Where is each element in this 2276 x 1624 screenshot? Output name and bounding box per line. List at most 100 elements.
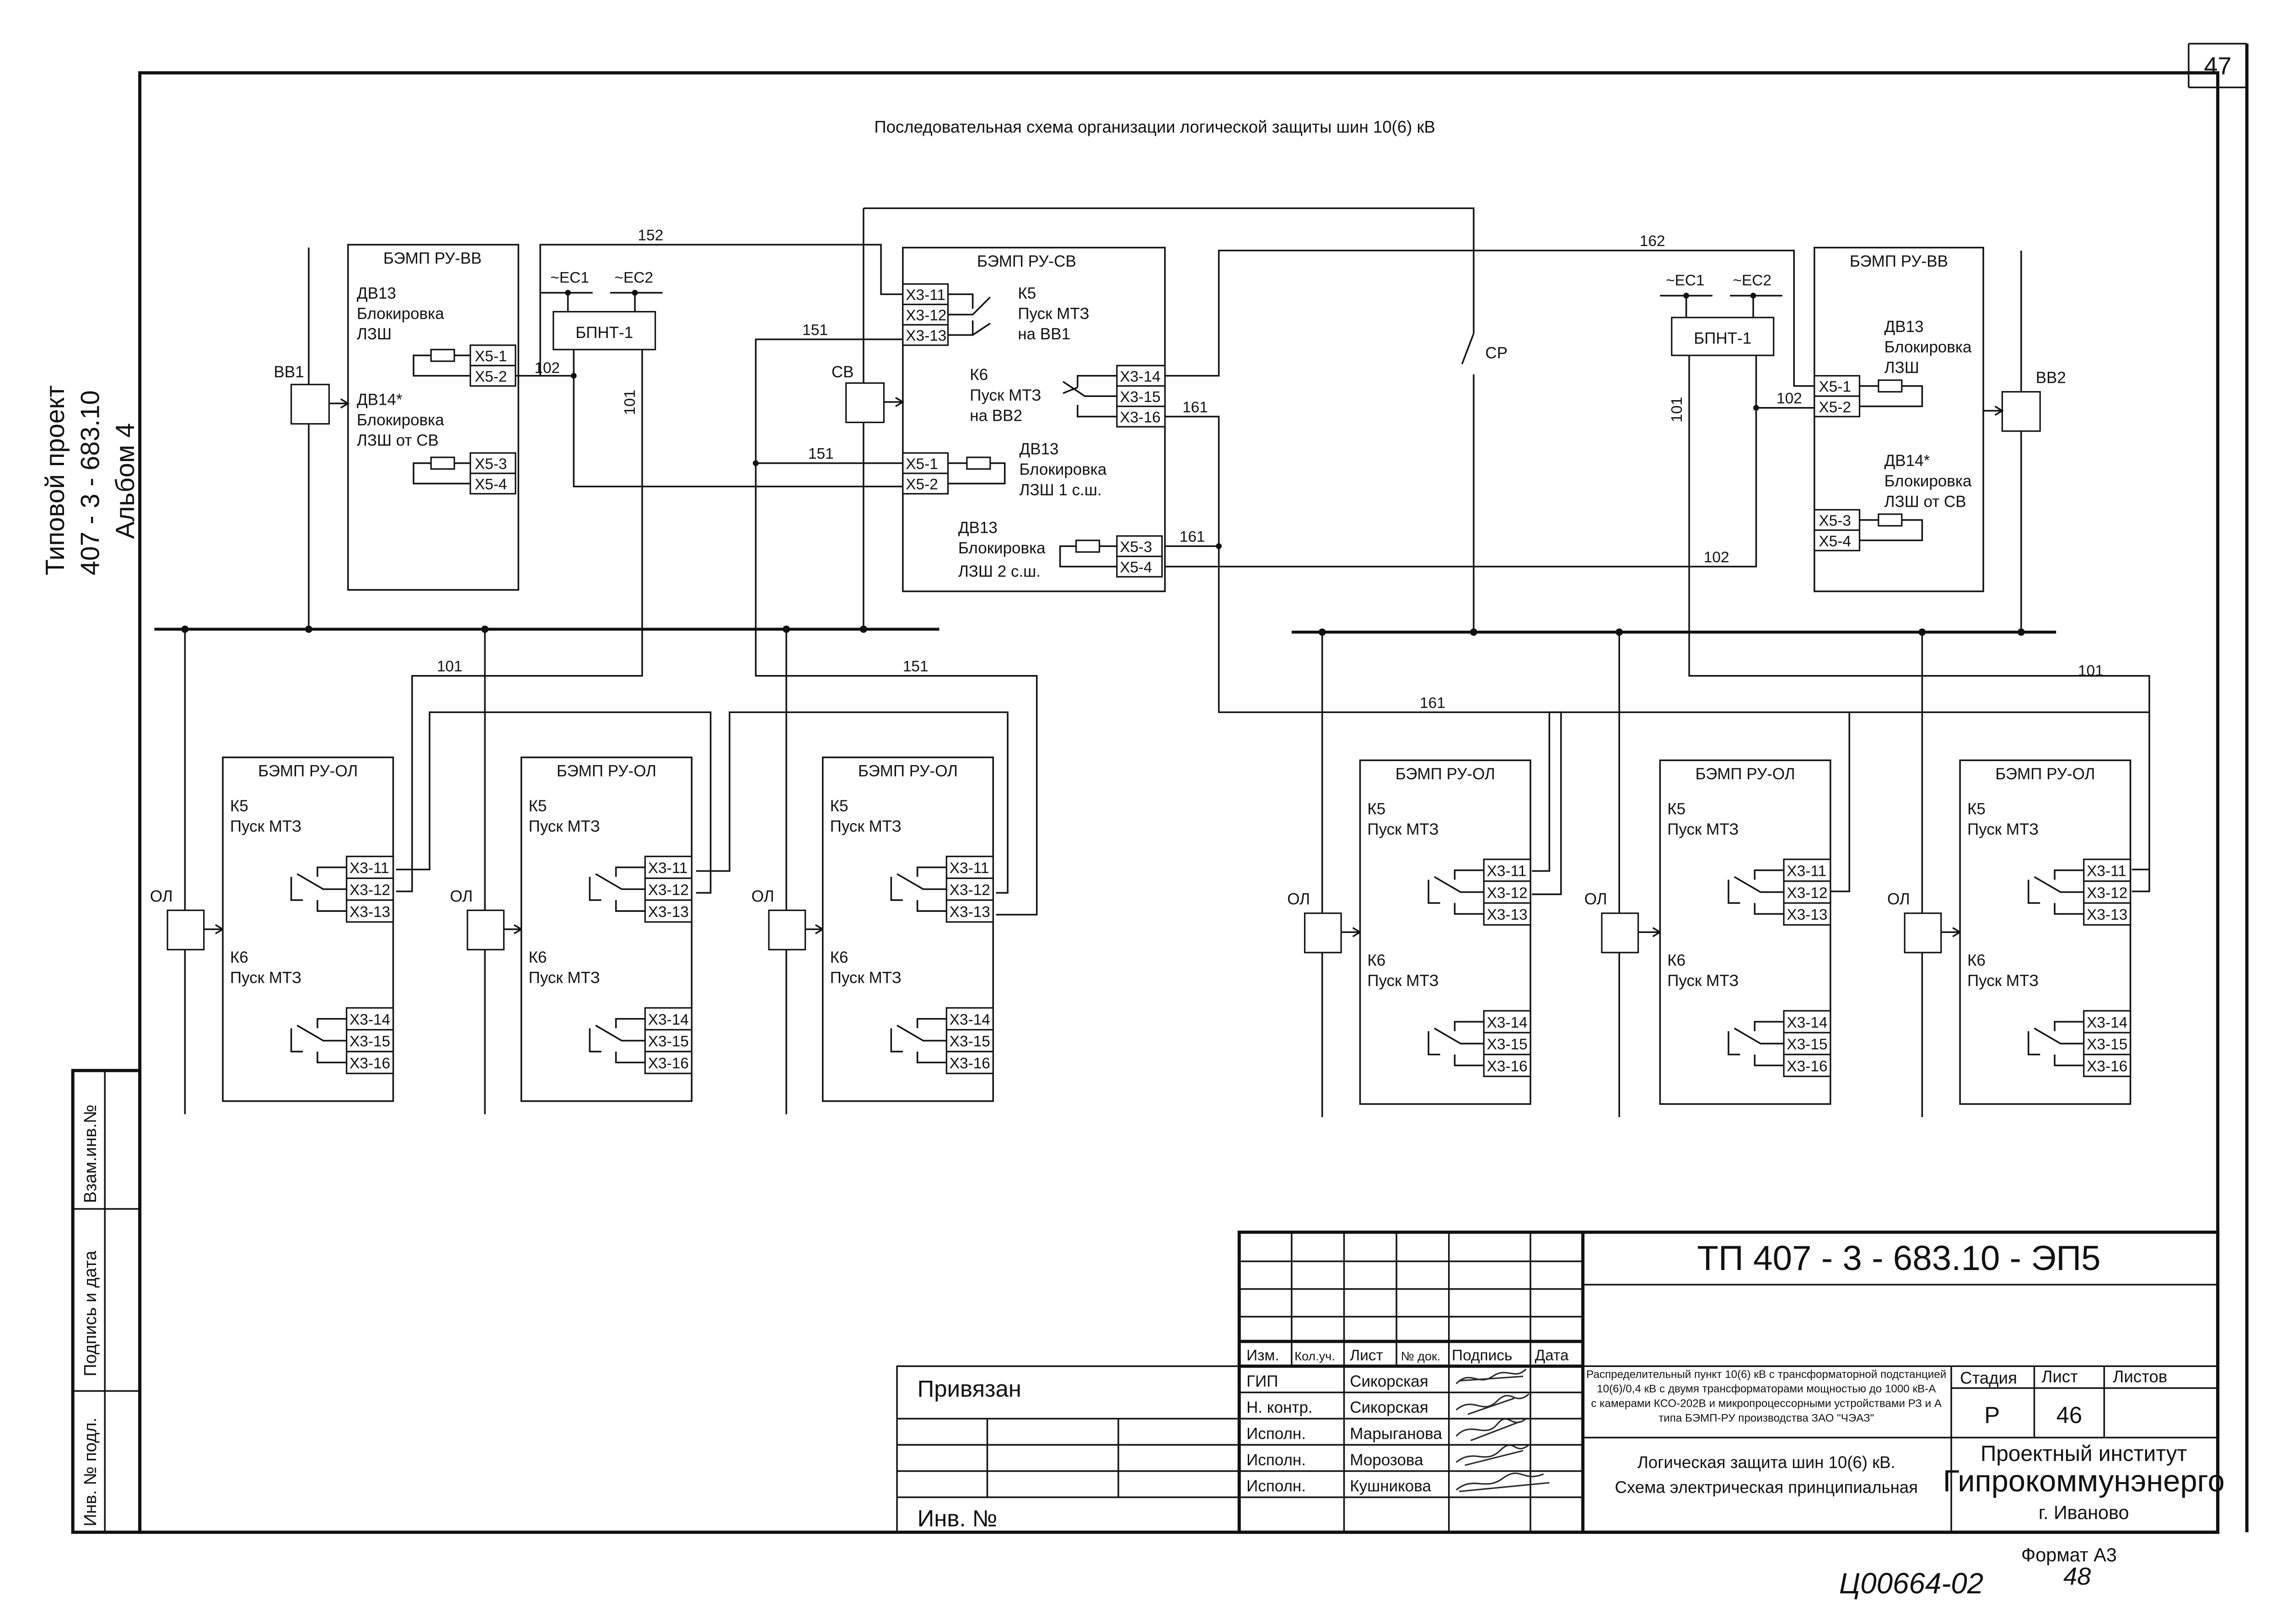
project-desc-l2: 10(6)/0,4 кВ с двумя трансформаторами мо… <box>1597 1383 1936 1395</box>
ol-breaker <box>768 909 806 951</box>
project-desc-l3: с камерами КСО-202В и микропроцессорными… <box>1591 1397 1942 1410</box>
ol-label: ОЛ <box>450 887 473 905</box>
handwritten-number: 48 <box>2063 1563 2091 1590</box>
ol-terminal-label: X3-15 <box>2087 1036 2127 1053</box>
ol-terminal-label: X3-11 <box>1787 863 1826 880</box>
ol-k6-l1: К6 <box>830 949 848 966</box>
ol-terminal-label: X3-16 <box>950 1055 990 1072</box>
diagram-title: Последовательная схема организации логич… <box>874 118 1435 136</box>
bemp-ru-vv-right: БЭМП РУ-ВВ ДВ13 Блокировка ЛЗШ ДВ14* Бло… <box>1814 247 1984 592</box>
bemp-ru-sv: БЭМП РУ-СВ X3-11 X3-12 X3-13 К5 Пуск МТЗ… <box>902 247 1166 592</box>
ru-sv-k6-l1: К6 <box>970 366 988 384</box>
ru-vv-right-dv14-l2: Блокировка <box>1884 472 1972 490</box>
bpnt-left-ec1: ~ЕС1 <box>550 269 589 286</box>
ru-sv-k6-l3: на ВВ2 <box>970 407 1022 424</box>
ol-k6-l2: Пуск МТЗ <box>1967 972 2039 990</box>
ol-terminal-label: X3-13 <box>1787 906 1827 923</box>
ru-sv-dv13a-l3: ЛЗШ 1 с.ш. <box>1020 481 1102 499</box>
ol-k6-l1: К6 <box>1667 951 1686 969</box>
ol-k6-l2: Пуск МТЗ <box>1367 972 1439 990</box>
ol-breaker <box>166 909 205 951</box>
ol-terminal-label: X3-14 <box>1787 1014 1827 1031</box>
ol-terminal-label: X3-12 <box>349 882 390 899</box>
institute-city: г. Иваново <box>2039 1502 2129 1523</box>
label-sr: СР <box>1485 344 1508 362</box>
wire-161-b: 161 <box>1180 529 1205 546</box>
role-ispoln-1: Исполн. <box>1246 1425 1306 1443</box>
format-label: Формат А3 <box>2021 1544 2117 1565</box>
ol-label: ОЛ <box>1887 890 1910 908</box>
ru-sv-dv13b-l2: Блокировка <box>958 539 1046 557</box>
ol-arrow <box>815 924 823 934</box>
wire-101-left: 101 <box>437 658 462 675</box>
side-stamp: Типовой проект 407 - 3 - 683.10 Альбом 4 <box>41 385 140 575</box>
name-3: Марыганова <box>1350 1425 1442 1443</box>
ol-terminal-label: X3-13 <box>349 904 390 921</box>
ol-terminal-label: X3-12 <box>1487 884 1527 901</box>
hdr-ndoc: № док. <box>1401 1350 1441 1363</box>
ol-k6-l1: К6 <box>529 949 547 966</box>
bpnt-left-label: БПНТ-1 <box>575 324 633 342</box>
ol-contact-symbol <box>589 866 645 912</box>
ru-vv-right-x5-1: X5-1 <box>1819 379 1851 396</box>
institute-line2: Гипрокоммунэнерго <box>1943 1464 2225 1498</box>
wire-102-right: 102 <box>1777 390 1802 407</box>
ol-block-frame <box>222 756 394 1102</box>
ru-vv-left-dv13-l3: ЛЗШ <box>357 325 392 343</box>
name-4: Морозова <box>1350 1451 1423 1469</box>
ol-k6-l2: Пуск МТЗ <box>1667 972 1739 990</box>
ol-terminal <box>945 1029 994 1052</box>
ru-vv-right-dv14-l1: ДВ14* <box>1884 452 1930 470</box>
ol-breaker <box>467 909 505 951</box>
ol-terminal-label: X3-16 <box>648 1055 689 1072</box>
ol-terminal-label: X3-13 <box>1487 906 1527 923</box>
list-label: Лист <box>2041 1367 2078 1386</box>
ol-k5-l1: К5 <box>529 797 547 815</box>
ru-sv-title: БЭМП РУ-СВ <box>977 252 1076 270</box>
ol-k5-l2: Пуск МТЗ <box>1667 820 1739 838</box>
label-sv: СВ <box>832 363 854 381</box>
ol-contact-symbol <box>1728 869 1784 915</box>
ru-vv-right-dv13-l1: ДВ13 <box>1884 318 1924 336</box>
ol-terminal-label: X3-16 <box>1787 1058 1827 1075</box>
listov-label: Листов <box>2113 1367 2167 1386</box>
ol-k5-l1: К5 <box>230 797 248 815</box>
ol-block-frame <box>1659 759 1831 1105</box>
ol-block-title: БЭМП РУ-ОЛ <box>1396 765 1495 783</box>
ru-sv-x5-2: X5-2 <box>906 476 938 493</box>
ol-terminal-label: X3-13 <box>2087 906 2127 923</box>
ru-sv-dv13a-l1: ДВ13 <box>1020 440 1059 458</box>
ru-sv-dv13b-l3: ЛЗШ 2 с.ш. <box>958 563 1041 580</box>
left-approval-strip: Взам.инв.№ Подпись и дата Инв. № подл. <box>71 1069 142 1534</box>
ru-vv-left-x5-1: X5-1 <box>475 348 507 365</box>
ol-terminal <box>2083 902 2131 926</box>
ol-k5-l2: Пуск МТЗ <box>830 817 902 835</box>
ru-sv-x5-1: X5-1 <box>906 456 938 472</box>
ol-k5-l2: Пуск МТЗ <box>1967 820 2039 838</box>
role-ispoln-3: Исполн. <box>1246 1477 1306 1495</box>
ol-block-frame <box>520 756 692 1102</box>
wire-101-left-vert: 101 <box>622 390 639 415</box>
ru-sv-k5-l2: Пуск МТЗ <box>1018 305 1089 322</box>
ol-contact-symbol <box>890 866 947 912</box>
wire-101-right-vert: 101 <box>1669 397 1686 423</box>
wire-161-a: 161 <box>1182 399 1208 416</box>
ol-k6-l1: К6 <box>1367 951 1385 969</box>
vert-box-vzam: Взам.инв.№ <box>81 1104 100 1203</box>
ru-sv-k5-l1: К5 <box>1018 284 1036 302</box>
ru-sv-k6-l2: Пуск МТЗ <box>970 386 1041 404</box>
ol-terminal <box>1483 902 1531 926</box>
name-2: Сикорская <box>1350 1399 1428 1416</box>
stage-value: Р <box>1984 1402 2000 1428</box>
ol-block-frame <box>1959 759 2131 1105</box>
ol-block-title: БЭМП РУ-ОЛ <box>258 762 358 780</box>
ru-vv-left-dv13-l2: Блокировка <box>357 305 444 322</box>
wires-center <box>1165 250 1814 895</box>
ru-sv-x3-15: X3-15 <box>1120 389 1160 406</box>
ru-vv-left-x5-3: X5-3 <box>475 456 507 472</box>
